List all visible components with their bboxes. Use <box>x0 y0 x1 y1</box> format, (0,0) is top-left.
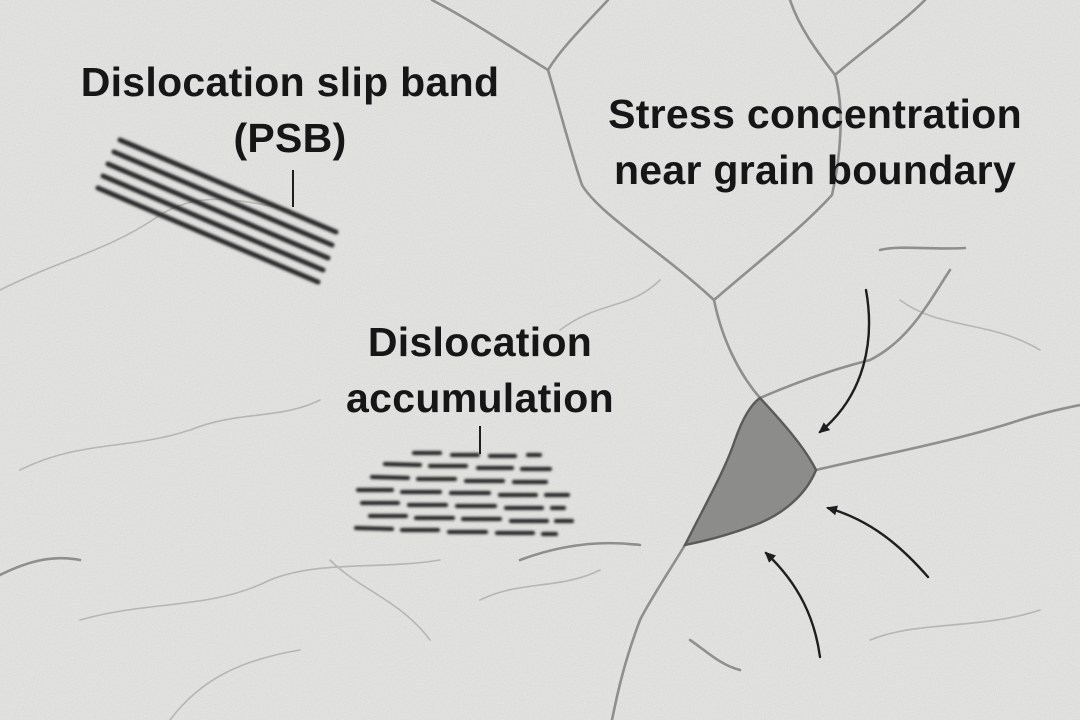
stress-label: Stress concentration near grain boundary <box>560 86 1070 198</box>
stress-arrow-top <box>818 288 871 434</box>
slip-band <box>95 137 339 285</box>
stress-arrows <box>764 288 930 659</box>
stress-arrow-bottom <box>764 551 822 659</box>
stress-label-line1: Stress concentration <box>608 91 1022 137</box>
slip-band-label: Dislocation slip band (PSB) <box>40 54 540 166</box>
dislocation-accumulation <box>353 450 575 537</box>
slip-band-label-line2: (PSB) <box>233 115 347 161</box>
stress-label-line2: near grain boundary <box>613 147 1017 193</box>
stress-arrow-right <box>826 505 930 579</box>
accumulation-label-line1: Dislocation <box>367 319 593 365</box>
stress-concentration-zone <box>682 396 818 547</box>
accumulation-label-line2: accumulation <box>346 375 614 421</box>
faint-grain-boundaries <box>0 198 1041 720</box>
slip-band-label-line1: Dislocation slip band <box>80 59 500 105</box>
accumulation-label: Dislocation accumulation <box>300 314 660 426</box>
